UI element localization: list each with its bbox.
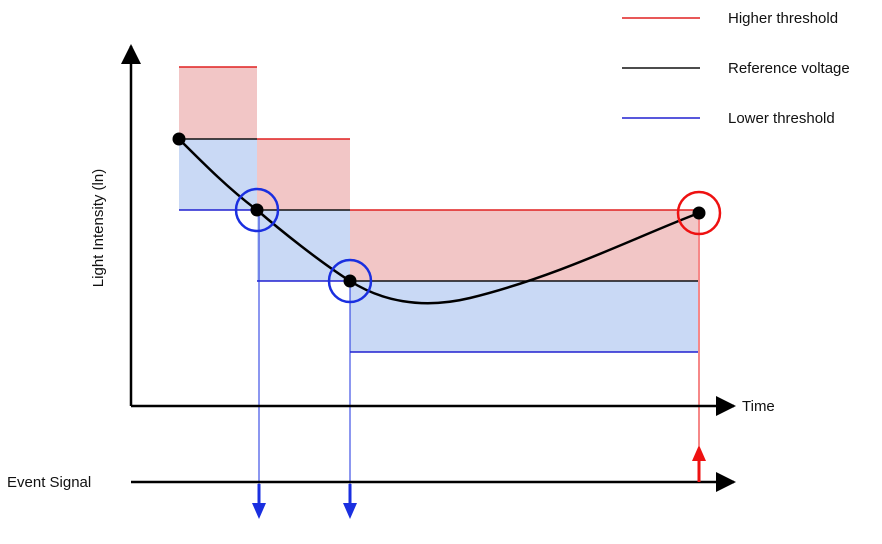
legend-higher-threshold-label: Higher threshold	[728, 10, 838, 27]
sample-points	[172, 132, 722, 304]
legend: Higher threshold Reference voltage Lower…	[622, 10, 850, 127]
threshold-bands	[179, 67, 698, 352]
off-crossing-ring-1	[234, 187, 280, 233]
legend-reference-voltage-label: Reference voltage	[728, 60, 850, 77]
on-crossing-point	[692, 206, 706, 220]
on-event-arrow-icon	[692, 445, 706, 461]
higher-band-1	[179, 67, 257, 139]
event-signal-label: Event Signal	[7, 474, 91, 491]
off-crossing-point-1	[250, 203, 264, 217]
x-axis-label: Time	[742, 398, 775, 415]
higher-band-2	[257, 139, 350, 210]
legend-lower-threshold-label: Lower threshold	[728, 110, 835, 127]
off-crossing-point-2	[343, 274, 357, 288]
start-point	[172, 132, 186, 146]
y-axis-label: Light Intensity (ln)	[90, 169, 107, 287]
off-event-arrow-1-icon	[252, 503, 266, 519]
threshold-lines	[179, 66, 698, 353]
axes	[121, 44, 736, 492]
higher-band-3	[350, 210, 698, 281]
event-drop-lines	[258, 210, 700, 490]
on-crossing-ring	[676, 190, 722, 236]
off-event-arrow-2-icon	[343, 503, 357, 519]
event-arrows	[252, 445, 706, 519]
off-crossing-ring-2	[327, 258, 373, 304]
lower-band-3	[350, 281, 698, 352]
